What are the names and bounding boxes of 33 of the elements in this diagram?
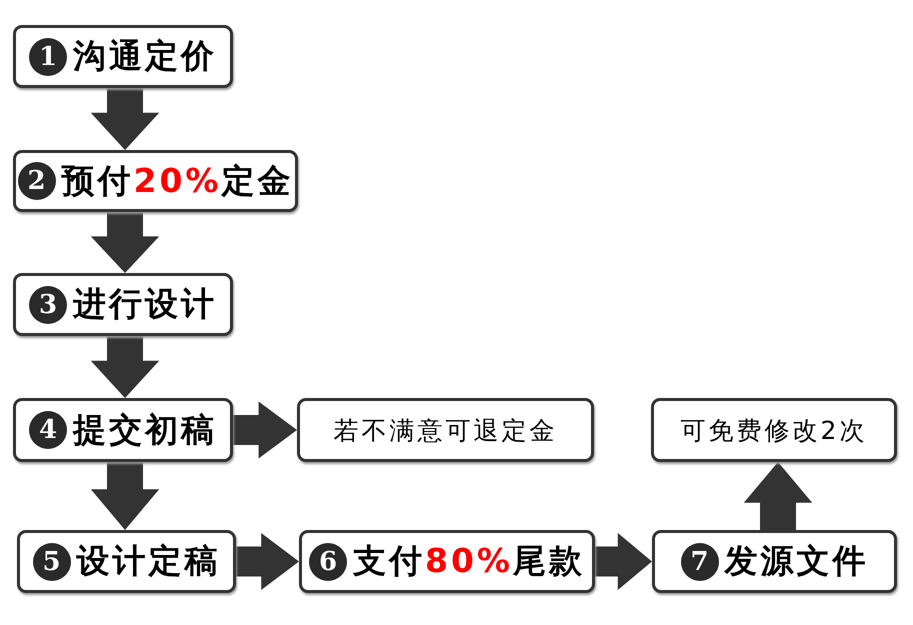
- step-box: [13, 398, 233, 462]
- note-box: [651, 398, 897, 462]
- step-label: 进行设计: [73, 283, 217, 325]
- note-box: [297, 398, 594, 462]
- step-label: 预付20%定金: [62, 160, 294, 202]
- step-label: 若不满意可退定金: [334, 414, 558, 446]
- block-arrow: [90, 212, 160, 273]
- step-number: 6: [309, 542, 347, 580]
- block-arrow: [90, 88, 160, 150]
- step-label: 支付80%尾款: [353, 540, 585, 582]
- step-label: 发源文件: [724, 540, 868, 582]
- block-arrow: [744, 462, 812, 530]
- step-number: 4: [29, 411, 67, 449]
- step-number: 2: [18, 162, 56, 200]
- step-number: 7: [680, 542, 718, 580]
- block-arrow: [595, 533, 652, 590]
- step-label: 沟通定价: [73, 35, 217, 77]
- block-arrow: [236, 533, 299, 590]
- step-box: [13, 25, 233, 88]
- step-box: [13, 150, 298, 212]
- step-box: [652, 530, 897, 593]
- block-arrow: [90, 462, 160, 530]
- block-arrow: [233, 402, 297, 458]
- step-box: [17, 530, 236, 593]
- step-number: 1: [29, 38, 67, 76]
- step-box: [13, 273, 233, 336]
- step-box: [299, 530, 595, 593]
- block-arrow: [90, 336, 160, 398]
- step-label: 可免费修改2次: [680, 414, 868, 446]
- step-number: 5: [32, 542, 70, 580]
- step-label: 提交初稿: [73, 408, 217, 450]
- step-label: 设计定稿: [76, 540, 220, 582]
- step-number: 3: [29, 286, 67, 324]
